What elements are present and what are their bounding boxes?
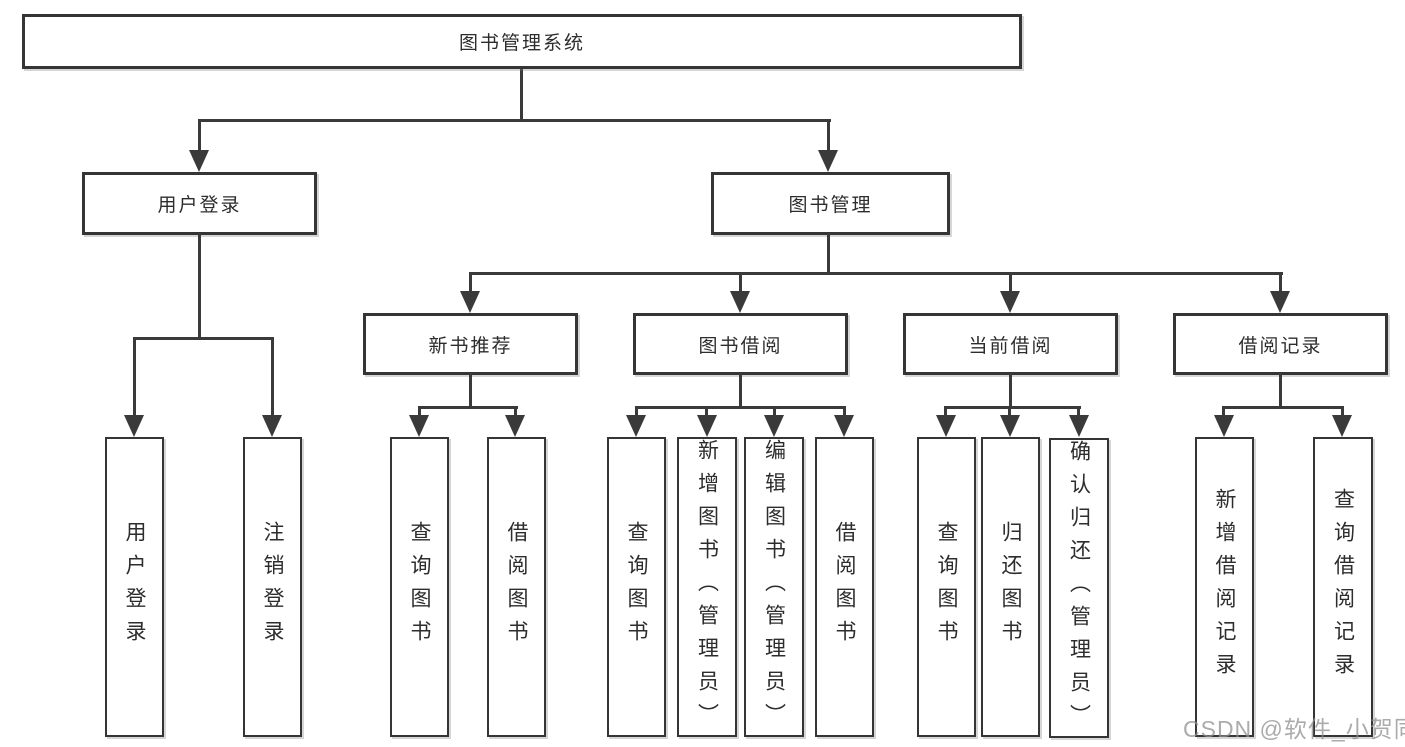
leaf-records-query-borrow-record: 查询借阅记录 [1313,437,1373,737]
connector-to-leaf-user-login-stem [133,337,136,417]
arrowhead-recommend-leaf2-icon [505,415,525,437]
arrowhead-records-leaf2-icon [1332,415,1352,437]
leaf-current-confirm-return-admin: 确认归还（管理员） [1049,438,1109,738]
leaf-borrow-edit-books-admin: 编辑图书（管理员） [744,437,804,737]
node-user-login: 用户登录 [82,172,317,235]
leaf-borrow-borrow-books: 借阅图书 [815,437,874,737]
arrowhead-current-leaf1-icon [936,415,956,437]
connector-borrow-stem [739,373,742,408]
leaf-recommend-borrow-books: 借阅图书 [487,437,546,737]
connector-borrow-leaf4-stem [843,406,846,417]
connector-borrow-leaf1-stem [635,406,638,417]
connector-borrow-leaf2-stem [705,406,708,417]
connector-current-hline [944,406,1081,409]
connector-management-stem [827,233,830,274]
leaf-borrow-query-books: 查询图书 [607,437,666,737]
arrowhead-records-leaf1-icon [1214,415,1234,437]
leaf-records-add-borrow-record: 新增借阅记录 [1195,437,1254,737]
node-new-book-recommend: 新书推荐 [363,313,578,375]
connector-recommend-hline [418,406,518,409]
connector-management-hline [469,272,1283,275]
connector-recommend-stem [469,373,472,408]
connector-user-branch-hline [133,337,274,340]
leaf-user-login: 用户登录 [105,437,164,737]
connector-to-recommend-stem [469,272,472,293]
connector-current-leaf1-stem [944,406,947,417]
arrowhead-recommend-leaf1-icon [409,415,429,437]
connector-root-stem [520,67,523,121]
connector-user-branch-stem [198,233,201,339]
node-current-borrow: 当前借阅 [903,313,1118,375]
connector-to-book-management-stem [827,119,830,152]
connector-to-user-login-stem [198,119,201,152]
arrowhead-current-leaf3-icon [1069,415,1089,437]
connector-current-leaf3-stem [1077,406,1080,417]
leaf-recommend-query-books: 查询图书 [390,437,449,737]
connector-records-stem [1279,373,1282,408]
node-library-system: 图书管理系统 [22,14,1022,69]
arrowhead-to-leaf-logout-icon [262,415,282,437]
node-borrow-records: 借阅记录 [1173,313,1388,375]
connector-borrow-leaf3-stem [773,406,776,417]
connector-current-stem [1009,373,1012,408]
arrowhead-to-recommend-icon [460,291,480,313]
connector-recommend-leaf1-stem [418,406,421,417]
arrowhead-to-leaf-user-login-icon [124,415,144,437]
arrowhead-borrow-leaf4-icon [834,415,854,437]
connector-records-leaf1-stem [1222,406,1225,417]
arrowhead-to-borrow-icon [730,291,750,313]
connector-root-hline [198,119,831,122]
connector-current-leaf2-stem [1008,406,1011,417]
connector-to-leaf-logout-stem [271,337,274,417]
leaf-logout: 注销登录 [243,437,302,737]
arrowhead-borrow-leaf3-icon [764,415,784,437]
node-book-management: 图书管理 [711,172,950,235]
leaf-current-return-books: 归还图书 [981,437,1040,737]
connector-records-hline [1222,406,1344,409]
csdn-watermark: CSDN @软件_小贺同学 [1183,716,1405,742]
connector-to-records-stem [1279,272,1282,293]
connector-to-borrow-stem [739,272,742,293]
arrowhead-to-current-icon [1000,291,1020,313]
connector-borrow-hline [635,406,846,409]
connector-records-leaf2-stem [1341,406,1344,417]
arrowhead-borrow-leaf2-icon [697,415,717,437]
arrowhead-borrow-leaf1-icon [626,415,646,437]
arrowhead-to-records-icon [1270,291,1290,313]
leaf-borrow-add-books-admin: 新增图书（管理员） [677,437,737,737]
connector-to-current-stem [1009,272,1012,293]
arrowhead-to-book-management-icon [818,150,838,172]
arrowhead-current-leaf2-icon [1000,415,1020,437]
arrowhead-to-user-login-icon [189,150,209,172]
node-book-borrow: 图书借阅 [633,313,848,375]
leaf-current-query-books: 查询图书 [917,437,976,737]
connector-recommend-leaf2-stem [514,406,517,417]
